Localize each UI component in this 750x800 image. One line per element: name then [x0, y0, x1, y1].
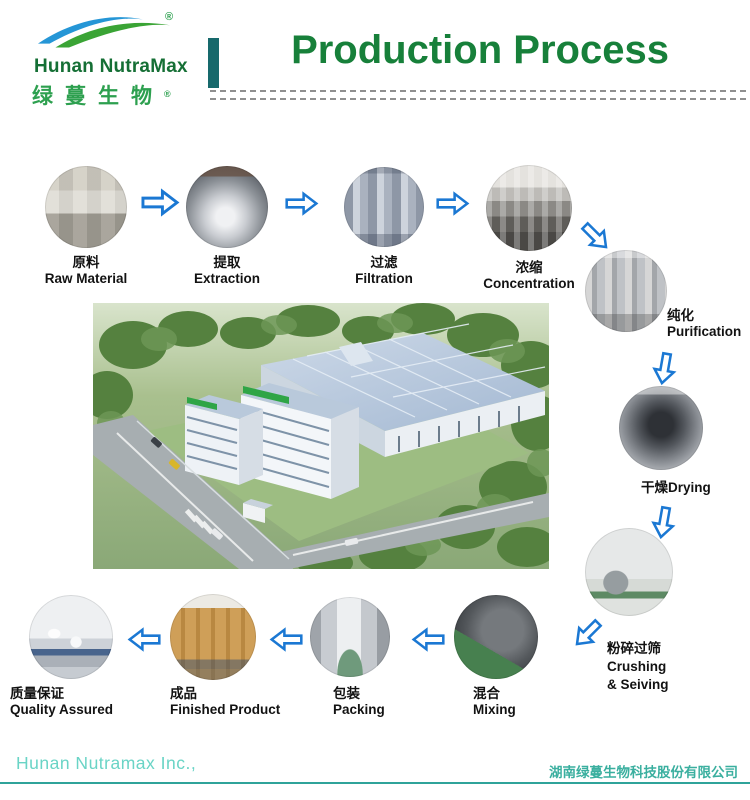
page-title: Production Process: [291, 28, 669, 72]
drying-photo: [619, 386, 703, 470]
factory-aerial-image: [93, 303, 549, 569]
footer-company-zh: 湖南绿蔓生物科技股份有限公司: [549, 765, 738, 780]
gate-house: [243, 499, 273, 523]
cars: [150, 437, 359, 546]
mixing-photo: [454, 595, 538, 679]
purification-photo: [585, 250, 667, 332]
flow-arrow-left-icon: [411, 627, 445, 652]
packing-photo: [310, 597, 390, 677]
brand-swoosh-icon: [37, 17, 171, 48]
registered-trademark-icon: ®: [165, 11, 174, 23]
extraction-photo: [186, 166, 268, 248]
brand-name-zh: 绿蔓生物®: [32, 85, 171, 108]
raw-material-photo: [45, 166, 127, 248]
quality-assured-photo: [29, 595, 113, 679]
office-tower-left: [185, 395, 263, 485]
flow-arrow-right-icon: [141, 188, 180, 217]
step-label-crushing-sieving: 粉碎过筛 Crushing & Seiving: [607, 641, 669, 692]
flow-arrow-down-icon: [652, 351, 677, 386]
title-accent-bar: [208, 38, 219, 88]
filtration-photo: [344, 167, 424, 247]
crushing-sieving-photo: [585, 528, 673, 616]
title-divider-dashed-line: [210, 98, 746, 100]
flow-arrow-left-icon: [269, 627, 303, 652]
flow-arrow-right-icon: [285, 191, 319, 216]
title-divider-dashed-line: [210, 90, 746, 92]
registered-trademark-icon: ®: [164, 89, 171, 99]
flow-arrow-left-icon: [127, 627, 161, 652]
flow-arrow-down-icon: [651, 505, 676, 540]
flow-arrow-down-right-icon: [580, 221, 608, 249]
footer-divider-line: [0, 782, 750, 784]
flow-arrow-right-icon: [436, 191, 470, 216]
step-label-drying: 干燥Drying: [641, 480, 711, 495]
finished-product-photo: [170, 594, 256, 680]
brand-name-en: Hunan NutraMax: [34, 56, 188, 77]
concentration-photo: [486, 165, 572, 251]
zebra-crossing: [184, 508, 214, 535]
flow-arrow-down-left-icon: [575, 618, 603, 646]
road: [93, 415, 293, 569]
footer-company-en: Hunan Nutramax Inc.,: [16, 753, 197, 773]
